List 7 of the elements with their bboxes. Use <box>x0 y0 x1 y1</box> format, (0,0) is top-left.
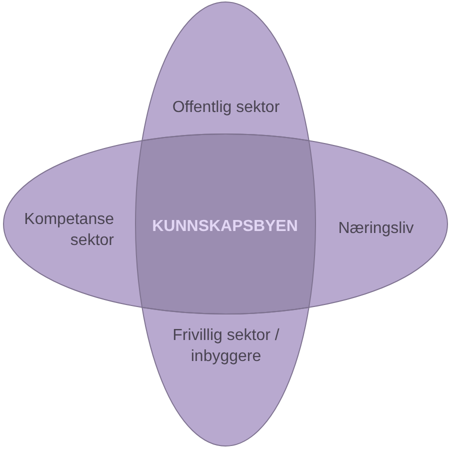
sector-label: Frivillig sektor / inbyggere <box>172 326 280 366</box>
overlap-region <box>134 132 318 316</box>
sector-label: Offentlig sektor <box>172 98 280 118</box>
sector-label: Kompetanse sektor <box>23 210 114 250</box>
center-title: KUNNSKAPSBYEN <box>152 216 298 236</box>
sector-label: Næringsliv <box>338 218 414 238</box>
sector-ellipse <box>1 131 449 317</box>
